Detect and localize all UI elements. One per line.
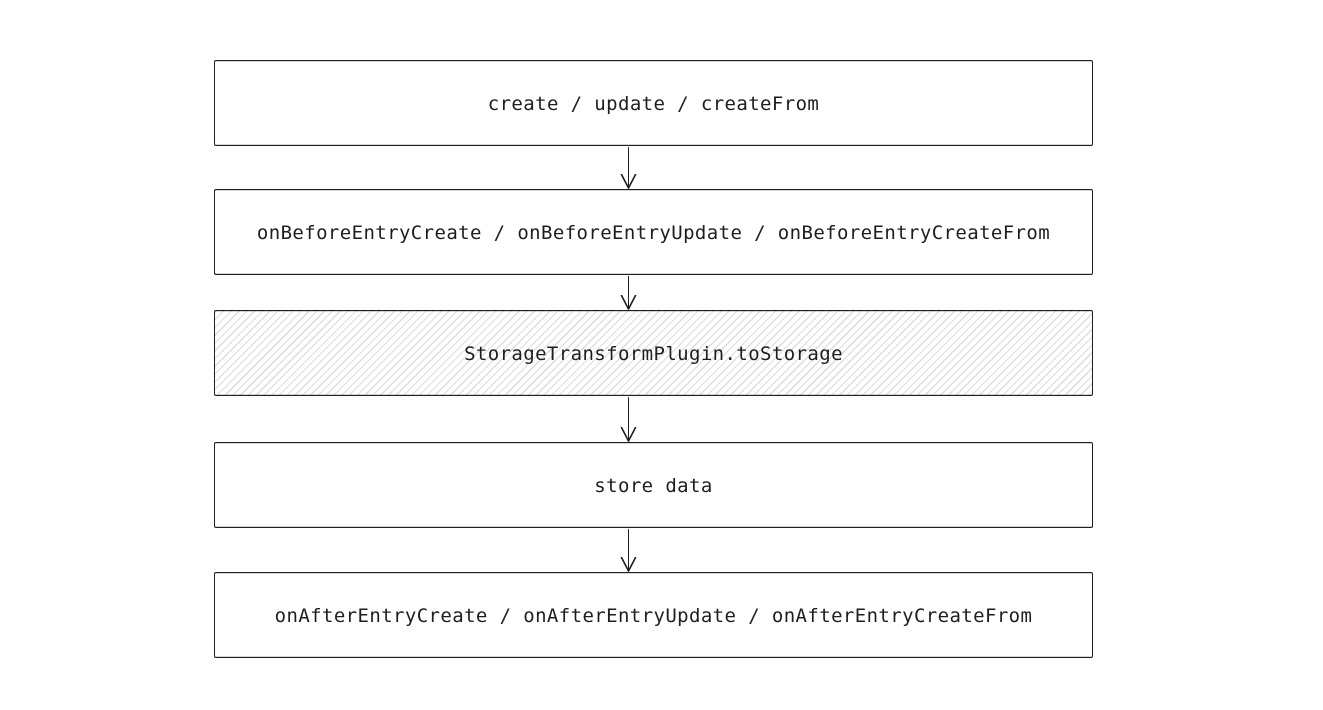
arrowhead-down-icon bbox=[620, 557, 637, 572]
arrow-shaft bbox=[627, 397, 630, 440]
flow-node-create-update-createfrom: create / update / createFrom bbox=[214, 60, 1093, 146]
arrow-shaft bbox=[627, 276, 630, 308]
flow-node-label: StorageTransformPlugin.toStorage bbox=[464, 342, 843, 365]
flow-arrow-4 bbox=[620, 529, 637, 572]
flow-node-store-data: store data bbox=[214, 442, 1093, 528]
flow-arrow-1 bbox=[620, 147, 637, 189]
flow-arrow-2 bbox=[620, 276, 637, 310]
flow-node-onbefore-entry-hooks: onBeforeEntryCreate / onBeforeEntryUpdat… bbox=[214, 189, 1093, 275]
arrow-shaft bbox=[627, 147, 630, 187]
arrowhead-down-icon bbox=[620, 174, 637, 189]
arrow-shaft bbox=[627, 529, 630, 570]
flow-node-label: store data bbox=[594, 474, 713, 497]
flow-node-label: onBeforeEntryCreate / onBeforeEntryUpdat… bbox=[256, 221, 1051, 244]
flow-node-storage-transform-plugin: StorageTransformPlugin.toStorage bbox=[214, 310, 1093, 396]
flow-node-label: onAfterEntryCreate / onAfterEntryUpdate … bbox=[274, 604, 1033, 627]
flow-node-onafter-entry-hooks: onAfterEntryCreate / onAfterEntryUpdate … bbox=[214, 572, 1093, 658]
arrowhead-down-icon bbox=[620, 427, 637, 442]
flow-arrow-3 bbox=[620, 397, 637, 442]
flow-node-label: create / update / createFrom bbox=[487, 92, 820, 115]
arrowhead-down-icon bbox=[620, 295, 637, 310]
